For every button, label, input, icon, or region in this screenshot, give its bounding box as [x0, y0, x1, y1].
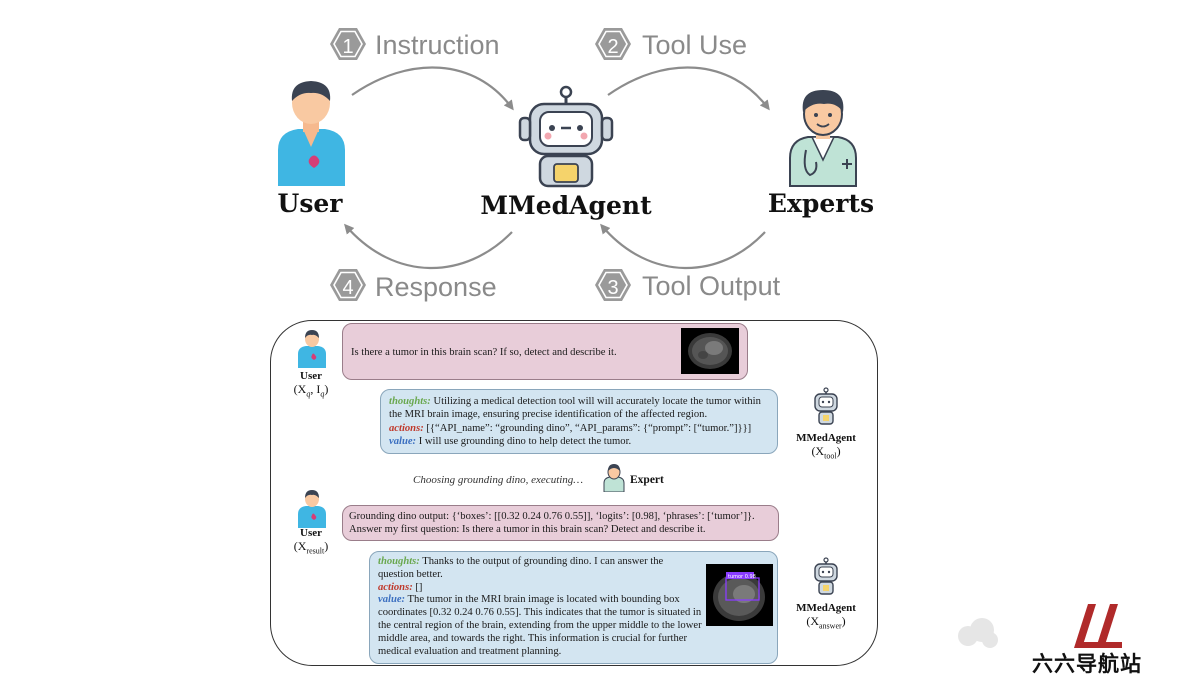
var-x: (X	[293, 382, 307, 396]
tool-result-line1: Grounding dino output: {‘boxes’: [[0.32 …	[349, 511, 755, 522]
agent-tool-label: MMedAgent (Xtool)	[786, 432, 866, 462]
mri-detection-image: tumor 0.98	[706, 564, 773, 626]
tool-use-arrow	[607, 66, 770, 111]
step-3: 3 Tool Output	[594, 268, 781, 302]
var-sub-q2: q	[320, 389, 325, 399]
actions-key: actions:	[389, 422, 424, 434]
var-sub-answer: answer	[819, 621, 842, 631]
step-3-label: Tool Output	[642, 271, 781, 301]
var-sub-result: result	[306, 546, 325, 556]
experts-label: Experts	[768, 189, 874, 218]
var-x-tool: (X	[811, 444, 825, 458]
thoughts-text: Utilizing a medical detection tool will …	[389, 396, 761, 421]
user-query-label: User (Xq, Iq)	[283, 370, 339, 400]
instruction-arrow	[351, 66, 514, 111]
tool-call-thoughts: thoughts: Utilizing a medical detection …	[389, 395, 769, 422]
answer-value-text: The tumor in the MRI brain image is loca…	[378, 594, 702, 657]
value-text: I will use grounding dino to help detect…	[418, 436, 632, 448]
user-result-name: User	[300, 527, 322, 539]
var-close: )	[324, 382, 329, 396]
expert-small-icon	[603, 464, 625, 492]
answer-actions: actions: []	[378, 582, 769, 595]
tool-output-arrow	[600, 223, 766, 270]
tool-call-value: value: I will use grounding dino to help…	[389, 435, 769, 448]
agent-name-answer: MMedAgent	[796, 602, 856, 614]
tool-call-bubble: thoughts: Utilizing a medical detection …	[380, 389, 778, 454]
step-4-number: 4	[342, 277, 353, 299]
thoughts-key: thoughts:	[389, 396, 431, 407]
step-2-number: 2	[607, 36, 618, 58]
answer-actions-text: []	[415, 581, 423, 593]
user-name: User	[300, 370, 322, 382]
answer-thoughts-key: thoughts:	[378, 556, 420, 567]
var-close-result: )	[324, 539, 329, 553]
step-3-number: 3	[607, 277, 618, 299]
step-1: 1 Instruction	[329, 27, 500, 61]
detection-box-label: tumor 0.98	[728, 574, 756, 580]
tool-call-actions: actions: [{“API_name”: “grounding dino”,…	[389, 422, 769, 435]
workflow-diagram: 1 Instruction 2 Tool Use 3 Tool Output 4…	[278, 27, 874, 302]
user-query-text: Is there a tumor in this brain scan? If …	[351, 347, 617, 358]
expert-label-small: Expert	[630, 474, 664, 486]
answer-thoughts-text: Thanks to the output of grounding dino. …	[378, 556, 664, 580]
executing-status-text: Choosing grounding dino, executing…	[413, 474, 584, 486]
step-1-label: Instruction	[375, 30, 500, 60]
mmedagent-label: MMedAgent	[480, 191, 652, 220]
agent-name-tool: MMedAgent	[796, 432, 856, 444]
var-close-answer: )	[841, 614, 846, 628]
mri-scan-image	[681, 328, 739, 374]
watermark-cloud-icon	[958, 618, 998, 648]
answer-value-key: value:	[378, 594, 406, 606]
step-2: 2 Tool Use	[594, 27, 747, 61]
answer-thoughts: thoughts: Thanks to the output of ground…	[378, 556, 698, 582]
var-sub-tool: tool	[824, 451, 837, 461]
tool-result-line2: Answer my first question: Is there a tum…	[349, 523, 706, 535]
mmedagent-robot-icon	[518, 85, 614, 188]
watermark-logo-icon	[1074, 604, 1122, 648]
expert-doctor-icon	[789, 90, 857, 187]
var-i: , I	[310, 382, 321, 396]
actions-text: [{“API_name”: “grounding dino”, “API_par…	[426, 422, 752, 434]
var-close-tool: )	[836, 444, 841, 458]
response-arrow	[344, 223, 513, 270]
agent-answer-label: MMedAgent (Xanswer)	[786, 602, 866, 632]
watermark-text: 六六导航站	[1032, 652, 1142, 676]
step-2-label: Tool Use	[642, 30, 747, 60]
answer-value: value: The tumor in the MRI brain image …	[378, 594, 704, 658]
value-key: value:	[389, 436, 417, 448]
var-sub-q: q	[306, 389, 311, 399]
var-x-answer: (X	[806, 614, 819, 628]
user-result-icon	[298, 490, 326, 528]
var-x-result: (X	[293, 539, 307, 553]
step-1-number: 1	[342, 36, 353, 58]
agent-robot-small-icon	[814, 387, 838, 425]
answer-actions-key: actions:	[378, 581, 413, 593]
user-large-icon	[278, 81, 345, 186]
agent-robot-answer-icon	[814, 557, 838, 595]
user-result-label: User (Xresult)	[280, 527, 342, 557]
step-4: 4 Response	[329, 268, 497, 302]
tool-result-bubble: Grounding dino output: {‘boxes’: [[0.32 …	[342, 505, 779, 541]
user-query-bubble: Is there a tumor in this brain scan? If …	[342, 323, 748, 380]
user-icon	[298, 330, 326, 368]
conversation-example-panel	[270, 320, 878, 666]
step-4-label: Response	[375, 272, 497, 302]
user-label: User	[278, 189, 344, 218]
